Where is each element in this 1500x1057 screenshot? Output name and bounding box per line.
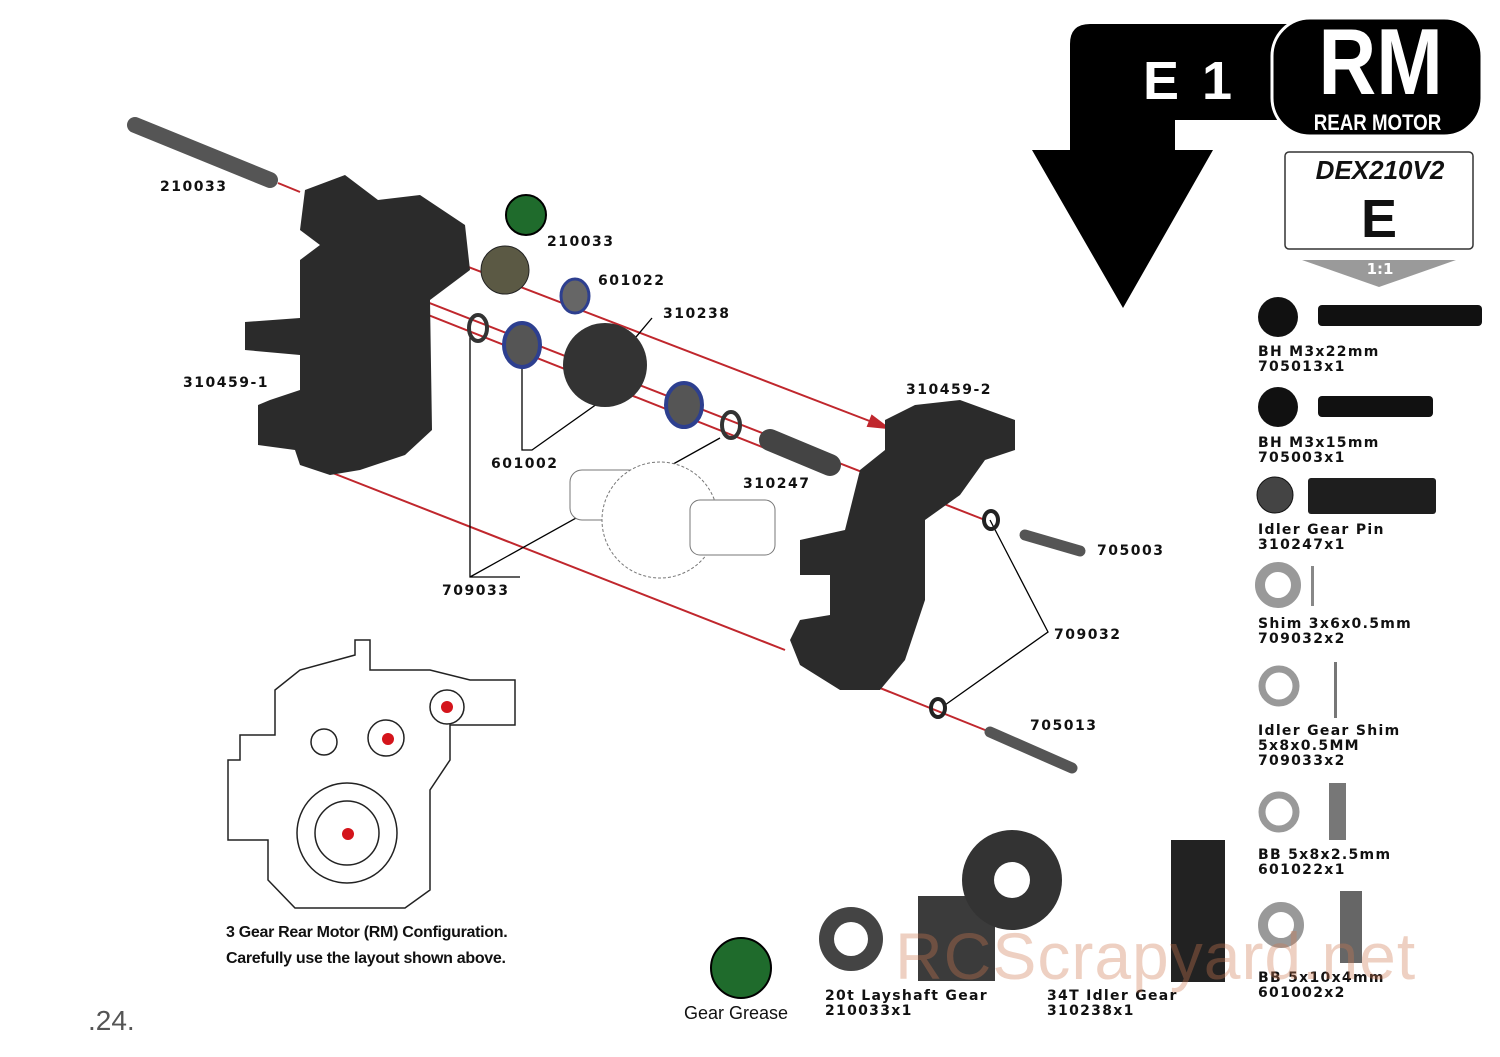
callout-label: 310238 xyxy=(663,306,731,322)
layshaft-gear xyxy=(480,245,530,295)
step-arrow-icon xyxy=(1032,24,1290,308)
callout-label: 310247 xyxy=(743,476,811,492)
screw-short xyxy=(1019,529,1086,557)
callout-label: 705003 xyxy=(1097,543,1165,559)
scale-label: 1:1 xyxy=(1366,260,1394,278)
layshaft-pin xyxy=(127,117,278,188)
idler-pin xyxy=(759,429,841,476)
section-letter: E xyxy=(1360,189,1398,249)
callout-label: 709033 xyxy=(442,583,510,599)
watermark: RCScrapyard.net xyxy=(895,919,1417,993)
callout-label: 705013 xyxy=(1030,718,1098,734)
idler-shim-2 xyxy=(720,410,742,440)
callout-label: 310459-2 xyxy=(906,382,992,398)
motor-position-dots xyxy=(342,701,453,840)
callout-label: 310459-1 xyxy=(183,375,269,391)
gear-grease-dot xyxy=(505,194,547,236)
config-code: RM xyxy=(1318,9,1443,114)
dex-box xyxy=(1284,151,1474,250)
caption-line-1: 3 Gear Rear Motor (RM) Configuration. xyxy=(226,924,508,941)
callout-label: 601002 xyxy=(491,456,559,472)
screw-long xyxy=(984,726,1078,774)
bearing-large-2 xyxy=(664,381,704,429)
gearbox-right-housing xyxy=(790,400,1015,690)
bearing-small xyxy=(559,277,591,315)
callout-label: 210033 xyxy=(547,234,615,250)
gear-grease-icon xyxy=(710,937,772,999)
rm-badge xyxy=(1270,16,1484,138)
model-logo: DEX210V2 xyxy=(1315,155,1445,185)
callout-label: 709032 xyxy=(1054,627,1122,643)
callout-label: 210033 xyxy=(160,179,228,195)
shim-2 xyxy=(929,697,947,719)
idler-gear xyxy=(563,323,647,407)
rm-layout-outline xyxy=(227,639,516,909)
gearbox-left-housing xyxy=(245,175,470,475)
callout-label: 601022 xyxy=(598,273,666,289)
parts-icons xyxy=(819,297,1482,982)
caption-line-2: Carefully use the layout shown above. xyxy=(226,950,506,967)
page-number: .24. xyxy=(88,1005,135,1036)
step-number: E 1 xyxy=(1143,51,1237,111)
gear-grease-label: Gear Grease xyxy=(684,1003,789,1023)
config-name: REAR MOTOR xyxy=(1313,110,1442,135)
differential-outline xyxy=(569,461,776,579)
idler-shim-1 xyxy=(467,313,489,343)
bearing-large-1 xyxy=(502,321,542,369)
scale-arrow-icon xyxy=(1302,260,1456,287)
shim-1 xyxy=(982,509,1000,531)
